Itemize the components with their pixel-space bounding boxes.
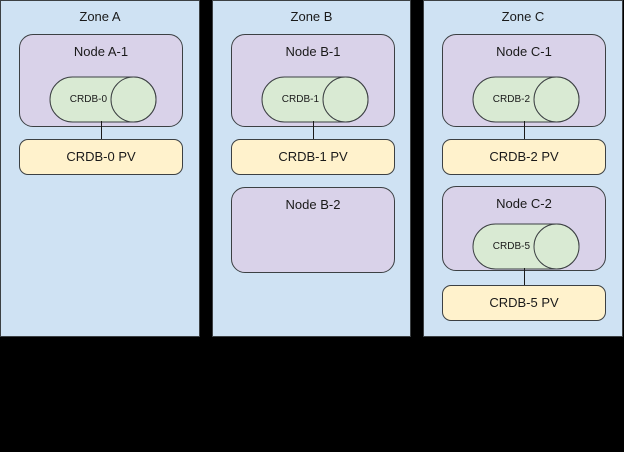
connector-crdb-2-to-pv xyxy=(524,121,525,140)
node-title-a-1: Node A-1 xyxy=(73,44,129,59)
pv-container-crdb-5[interactable]: CRDB-5 PV xyxy=(442,285,606,321)
node-container-b-2[interactable]: Node B-2 xyxy=(231,187,395,273)
pv-container-crdb-0[interactable]: CRDB-0 PV xyxy=(19,139,183,175)
pv-label-crdb-2: CRDB-2 PV xyxy=(489,149,559,164)
pv-container-crdb-2[interactable]: CRDB-2 PV xyxy=(442,139,606,175)
pv-label-crdb-0: CRDB-0 PV xyxy=(66,149,136,164)
node-title-b-2: Node B-2 xyxy=(285,197,341,212)
connector-crdb-1-to-pv xyxy=(313,121,314,140)
node-title-b-1: Node B-1 xyxy=(285,44,341,59)
node-title-c-1: Node C-1 xyxy=(496,44,552,59)
zone-title-c: Zone C xyxy=(501,9,545,24)
zone-container-c[interactable]: Zone C Node C-1 CRDB-2 CRDB-2 PV Node C-… xyxy=(423,0,623,337)
database-cylinder-crdb-0[interactable]: CRDB-0 xyxy=(49,76,157,123)
node-container-c-2[interactable]: Node C-2 CRDB-5 xyxy=(442,186,606,271)
database-cylinder-crdb-5[interactable]: CRDB-5 xyxy=(472,223,580,270)
node-container-a-1[interactable]: Node A-1 CRDB-0 xyxy=(19,34,183,127)
zone-container-b[interactable]: Zone B Node B-1 CRDB-1 CRDB-1 PV Node B-… xyxy=(212,0,411,337)
pv-label-crdb-5: CRDB-5 PV xyxy=(489,295,559,310)
pv-container-crdb-1[interactable]: CRDB-1 PV xyxy=(231,139,395,175)
cylinder-shape-icon xyxy=(49,76,157,123)
pv-label-crdb-1: CRDB-1 PV xyxy=(278,149,348,164)
node-title-c-2: Node C-2 xyxy=(496,196,552,211)
cylinder-shape-icon xyxy=(472,223,580,270)
node-container-b-1[interactable]: Node B-1 CRDB-1 xyxy=(231,34,395,127)
cylinder-shape-icon xyxy=(472,76,580,123)
zone-container-a[interactable]: Zone A Node A-1 CRDB-0 CRDB-0 PV xyxy=(0,0,200,337)
node-container-c-1[interactable]: Node C-1 CRDB-2 xyxy=(442,34,606,127)
database-cylinder-crdb-1[interactable]: CRDB-1 xyxy=(261,76,369,123)
database-cylinder-crdb-2[interactable]: CRDB-2 xyxy=(472,76,580,123)
connector-crdb-5-to-pv xyxy=(524,268,525,286)
zone-title-a: Zone A xyxy=(79,9,121,24)
cylinder-shape-icon xyxy=(261,76,369,123)
zone-title-b: Zone B xyxy=(290,9,333,24)
connector-crdb-0-to-pv xyxy=(101,121,102,140)
